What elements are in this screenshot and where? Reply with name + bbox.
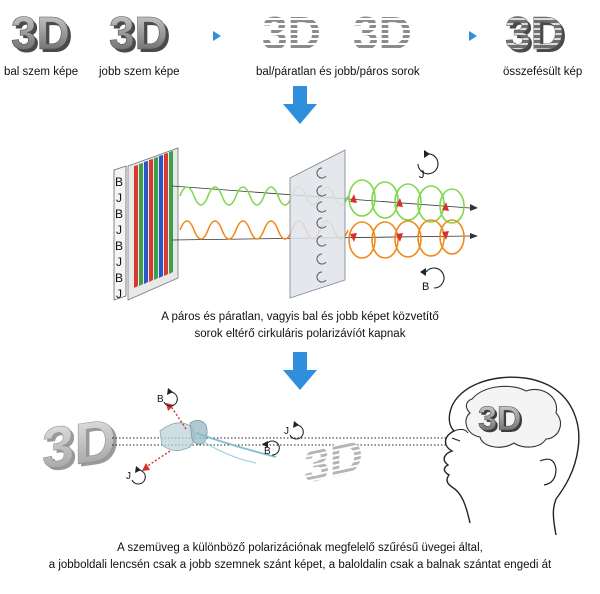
orange-circular-wave	[348, 219, 465, 259]
eye-mark	[451, 437, 461, 442]
interlaced-3d-logo: 3D	[304, 429, 363, 493]
circle-label-j-icon: J	[284, 421, 304, 440]
circle-label-j: J	[284, 426, 289, 437]
polarizer-circle-marks	[316, 167, 327, 283]
circle-label-b: B	[157, 394, 164, 405]
panel-letter-j: J	[116, 191, 122, 205]
logo-text: 3D	[109, 7, 168, 59]
panel-letter-j: J	[116, 223, 122, 237]
perceived-3d-logo-left: 3D 3D	[42, 407, 119, 485]
logo-text: 3D	[505, 7, 564, 59]
logo-text: 3D	[304, 429, 363, 493]
circle-label-b: B	[422, 281, 429, 293]
down-arrow-icon	[283, 352, 317, 390]
circular-polarization-b-icon: B	[420, 267, 445, 293]
glasses-viewing-diagram: 3D 3D B J B J 3D	[42, 376, 580, 535]
panel-letter-b: B	[115, 239, 123, 253]
circle-label-j-icon: J	[126, 466, 146, 485]
circle-label-b-icon: B	[262, 440, 280, 457]
caption-bottom-line1: A szemüveg a különböző polarizációnak me…	[117, 542, 483, 554]
label-left-eye-image: bal szem képe	[4, 66, 79, 78]
even-rows-3d-logo: 3D	[353, 7, 412, 59]
logo-text-shadow: 3D	[14, 10, 73, 62]
logo-text-shadow: 3D	[112, 10, 171, 62]
down-arrow-icon	[283, 86, 317, 124]
logo-text: 3D	[11, 7, 70, 59]
logo-text-shadow: 3D	[480, 402, 523, 440]
arrow-right-icon	[469, 31, 477, 41]
brain-3d-logo: 3D 3D	[478, 400, 524, 440]
right-eye-3d-logo: 3D 3D	[109, 7, 171, 62]
panel-letter-b: B	[115, 175, 123, 189]
beam-arrowhead	[470, 233, 478, 239]
logo-text: 3D	[42, 407, 116, 482]
label-merged-image: összefésült kép	[503, 66, 583, 78]
red-arrowhead	[166, 403, 174, 411]
label-right-eye-image: jobb szem képe	[99, 66, 180, 78]
panel-letter-b: B	[115, 271, 123, 285]
panel-letter-j: J	[116, 255, 122, 269]
top-row-graphics: 3D 3D 3D 3D 3D 3D 3D 3D	[11, 7, 567, 62]
brain-outline	[465, 385, 561, 448]
arrow-right-icon	[213, 31, 221, 41]
red-arrowhead	[142, 463, 150, 471]
green-circular-wave	[348, 179, 465, 224]
ear-mark	[539, 458, 557, 486]
caption-middle: A páros és páratlan, vagyis bal és jobb …	[0, 309, 600, 343]
polarization-diagram: B J B J B J B J	[113, 147, 478, 301]
odd-rows-3d-logo: 3D	[262, 7, 321, 59]
viewer-head-icon: 3D 3D	[443, 376, 580, 535]
caption-bottom: A szemüveg a különböző polarizációnak me…	[0, 540, 600, 574]
caption-middle-line1: A páros és páratlan, vagyis bal és jobb …	[161, 311, 439, 323]
logo-text-shadow: 3D	[45, 409, 119, 484]
circle-label-b: B	[264, 446, 271, 457]
polarized-glasses-icon	[159, 420, 277, 464]
caption-bottom-line2: a jobboldali lencsén csak a jobb szemnek…	[48, 559, 552, 571]
caption-middle-line2: sorok eltérő cirkuláris polarizávíót kap…	[194, 328, 406, 340]
display-front-glass	[113, 165, 127, 301]
left-eye-3d-logo: 3D 3D	[11, 7, 73, 62]
panel-letter-j: J	[116, 287, 122, 301]
beam-arrowhead	[470, 204, 478, 211]
merged-3d-logo: 3D 3D	[505, 7, 567, 62]
logo-text: 3D	[478, 400, 521, 438]
circle-label-j: J	[126, 471, 131, 482]
circular-polarization-j-icon: J	[417, 150, 439, 181]
rgb-pixel-columns	[134, 151, 173, 288]
red-rotation-arrows	[350, 194, 449, 242]
label-odd-even-rows: bal/páratlan és jobb/páros sorok	[256, 66, 420, 78]
panel-letter-b: B	[115, 207, 123, 221]
logo-text-shadow: 3D	[508, 10, 567, 62]
circle-label-b-icon: B	[157, 388, 178, 407]
circle-label-j: J	[419, 169, 425, 181]
red-polarization-arrows	[145, 404, 187, 468]
